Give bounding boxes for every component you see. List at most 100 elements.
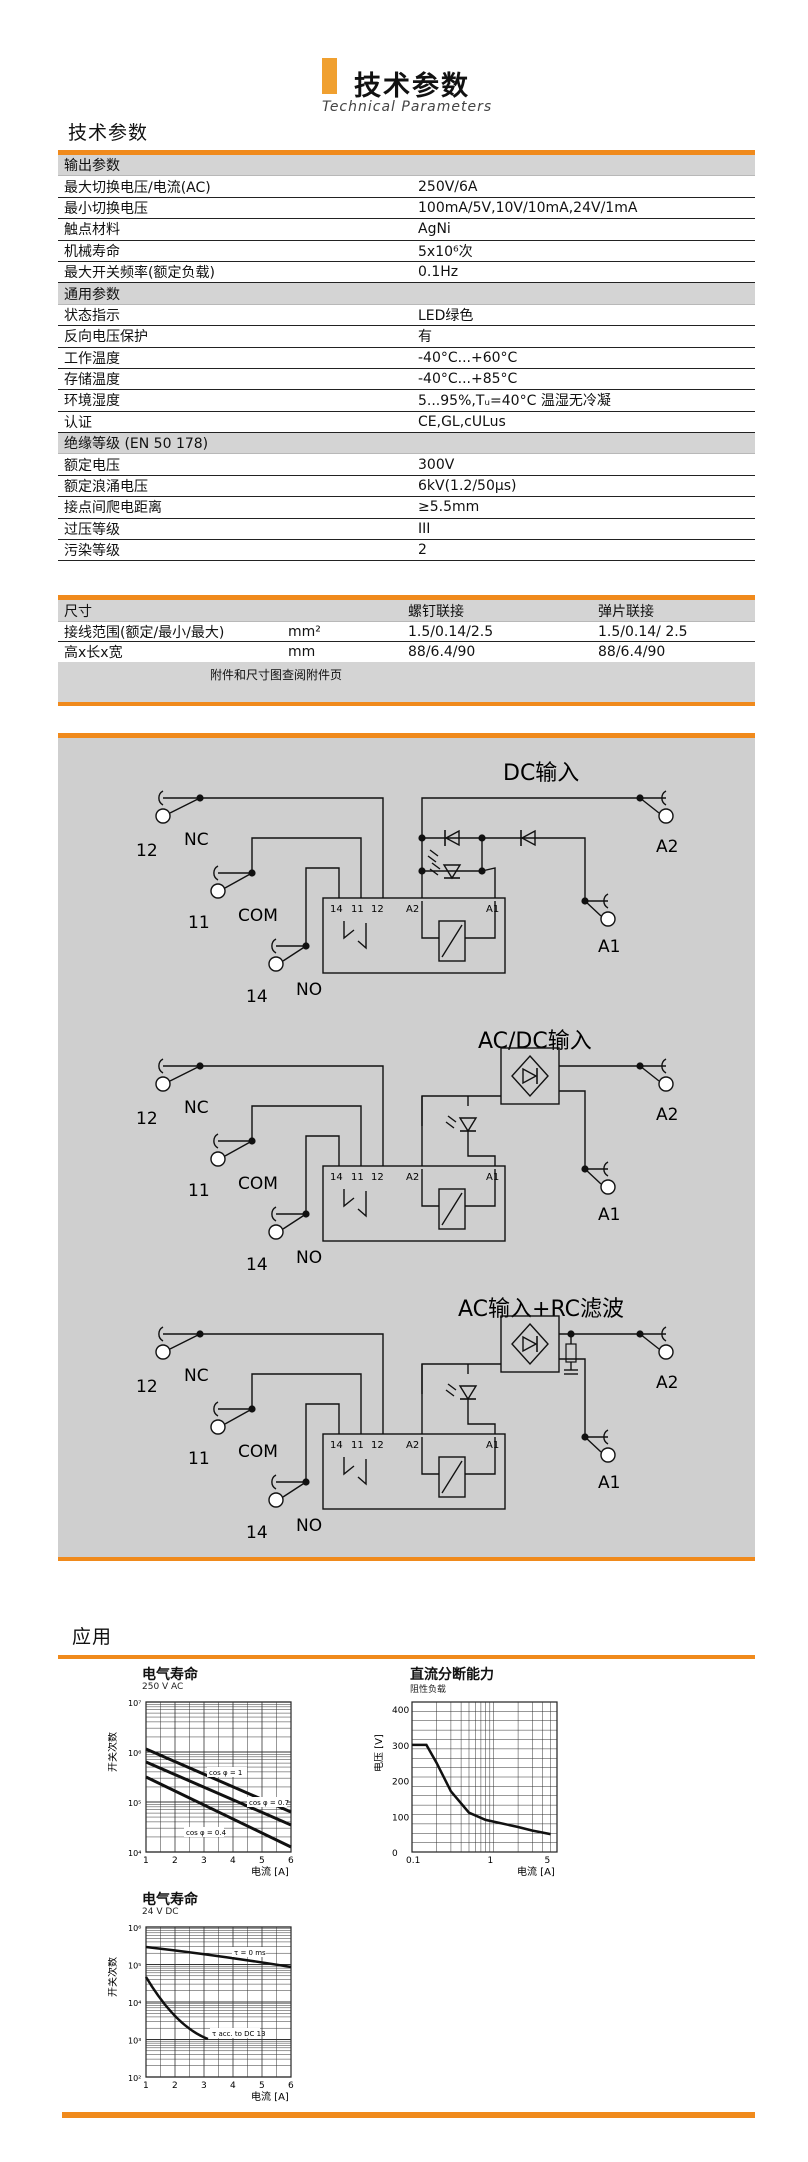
param-name: 额定电压 (64, 457, 120, 474)
wire (282, 945, 307, 962)
param-name: 环境湿度 (64, 393, 120, 410)
diode-icon (444, 829, 460, 847)
led-icon (458, 1117, 478, 1133)
param-value: LED绿色 (418, 307, 474, 324)
wire (639, 1333, 660, 1350)
terminal-label: 12 (136, 841, 158, 861)
series-label: cos φ = 1 (209, 1769, 242, 1777)
dims-cell: 88/6.4/90 (598, 644, 666, 660)
wire (200, 1333, 384, 1434)
y-axis-label: 开关次数 (108, 1957, 119, 1997)
terminal-ring-icon (658, 1076, 674, 1092)
param-name: 绝缘等级 (EN 50 178) (64, 436, 209, 453)
terminal-clamp-icon (213, 865, 219, 881)
x-tick-label: 1 (488, 1856, 494, 1866)
y-axis-label: 电压 [V] (374, 1734, 385, 1772)
param-value: ≥5.5mm (418, 499, 480, 516)
terminal-label: NO (296, 980, 322, 1000)
dims-cell: 高x长x宽 (64, 645, 123, 661)
x-axis-label: 电流 [A] (251, 2090, 289, 2103)
terminal-ring-icon (155, 1076, 171, 1092)
terminal-ring-icon (268, 1224, 284, 1240)
wire (467, 1399, 496, 1434)
wiring-diagram-title: AC输入+RC滤波 (458, 1297, 624, 1322)
param-value: 2 (418, 542, 427, 559)
table-row: 工作温度-40°C...+60°C (58, 348, 755, 369)
y-tick-label: 10⁷ (128, 1699, 141, 1708)
wire (357, 923, 367, 950)
param-name: 最小切换电压 (64, 200, 148, 217)
relay-module-box (322, 1433, 506, 1510)
x-tick-label: 3 (201, 2081, 207, 2091)
terminal-ring-icon (268, 1492, 284, 1508)
bridge-diamond (511, 1054, 549, 1098)
relay-pin-label: A1 (486, 1440, 499, 1451)
terminal-label: COM (238, 1442, 278, 1462)
y-tick-label: 0 (392, 1849, 398, 1859)
terminal-label: COM (238, 1174, 278, 1194)
terminal-clamp-icon (158, 790, 164, 806)
relay-pin-label: A1 (486, 1172, 499, 1183)
wire (465, 1169, 496, 1207)
wire (465, 901, 496, 939)
series-label-bg (207, 1767, 247, 1777)
terminal-label: NC (184, 1098, 209, 1118)
table-row: 存储温度-40°C...+85°C (58, 369, 755, 391)
y-axis-label: 开关次数 (108, 1732, 119, 1772)
dims-cell: 88/6.4/90 (408, 644, 476, 660)
led-icon (458, 1385, 478, 1401)
series-label: τ = 0 ms (234, 1949, 266, 1957)
wire (169, 1333, 201, 1350)
series-line (145, 1945, 292, 1969)
app-top-bar (58, 1655, 755, 1659)
dims-header-cell: 弹片联接 (598, 603, 654, 620)
rectifier-bridge-icon (500, 1047, 560, 1105)
x-axis-label: 电流 [A] (517, 1865, 555, 1878)
relay-pin-label: A2 (406, 904, 419, 915)
wire (282, 1481, 307, 1498)
relay-pin-label: A2 (406, 1440, 419, 1451)
terminal-ring-icon (600, 1447, 616, 1463)
x-tick-label: 1 (143, 1856, 149, 1866)
param-name: 存储温度 (64, 372, 120, 389)
terminal-label: NO (296, 1516, 322, 1536)
y-tick-label: 10² (128, 2074, 141, 2083)
series-label-bg (247, 1797, 287, 1807)
terminal-label: A1 (598, 937, 620, 957)
bridge-diamond (511, 1322, 549, 1366)
terminal-ring-icon (155, 808, 171, 824)
series-label: τ acc. to DC 13 (212, 2030, 266, 2038)
terminal-label: COM (238, 906, 278, 926)
terminal-ring-icon (210, 883, 226, 899)
series-label: cos φ = 0.7 (249, 1799, 289, 1807)
terminal-clamp-icon (213, 1133, 219, 1149)
y-tick-label: 10⁴ (128, 1999, 141, 2008)
param-value: 有 (418, 329, 432, 346)
dims-cell: 1.5/0.14/2.5 (408, 623, 494, 640)
wire (584, 900, 602, 917)
led-rays (445, 1383, 457, 1397)
rectifier-bridge-icon (500, 1315, 560, 1373)
wire (421, 797, 640, 898)
wire (169, 1065, 201, 1082)
wire (251, 837, 362, 898)
wire (305, 1135, 340, 1214)
wire (305, 867, 340, 946)
terminal-label: 11 (188, 913, 210, 933)
terminal-label: 11 (188, 1449, 210, 1469)
table-row: 反向电压保护有 (58, 326, 755, 348)
param-name: 机械寿命 (64, 243, 120, 260)
relay-coil-icon (438, 1456, 466, 1498)
y-tick-label: 10⁶ (128, 1749, 141, 1758)
wire (467, 1131, 496, 1166)
series-label: cos φ = 0.4 (186, 1829, 227, 1837)
terminal-label: A2 (656, 1373, 678, 1393)
